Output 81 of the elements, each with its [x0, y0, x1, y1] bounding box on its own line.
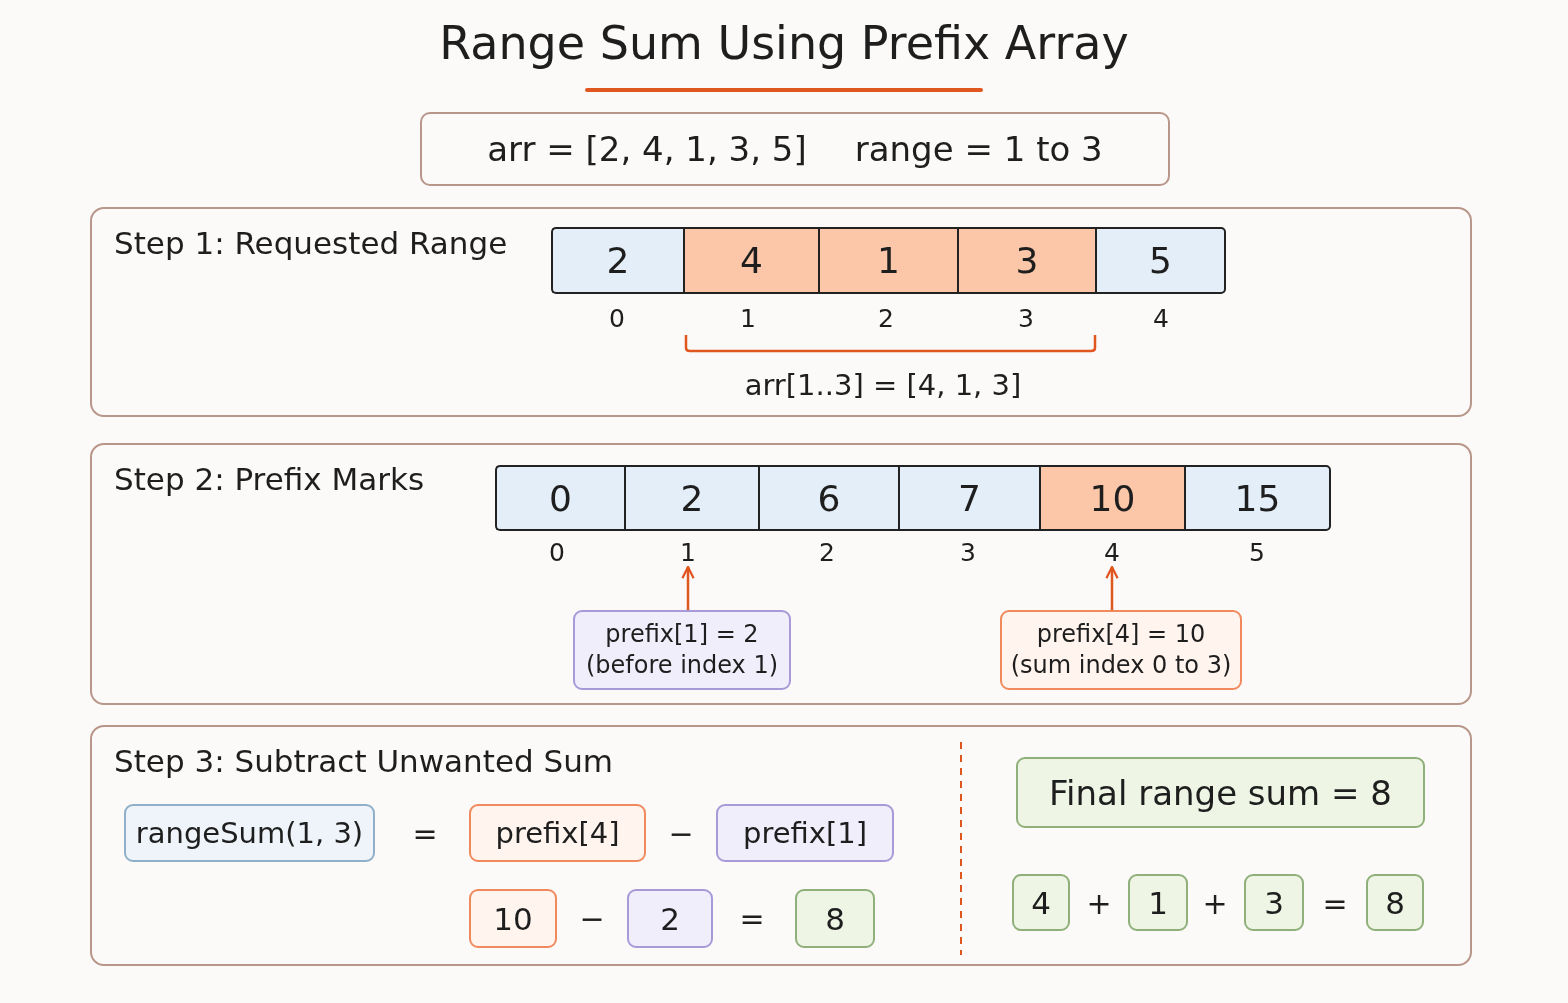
array-cell: [624, 465, 758, 531]
expression-text: 3: [1264, 884, 1284, 921]
step-panel: [90, 207, 1472, 417]
cell-value: 10: [1089, 477, 1136, 519]
cell-value: 6: [817, 477, 841, 519]
expression-text: prefix[4]: [495, 816, 620, 850]
expression-box: [1244, 874, 1304, 931]
index-value: 3: [960, 537, 976, 567]
title: Range Sum Using Prefix Array: [438, 16, 1130, 70]
expression-box: [716, 804, 894, 862]
index-value: 1: [680, 537, 696, 567]
input-text: range = 1 to 3: [854, 129, 1103, 169]
index-value: 4: [1104, 537, 1120, 567]
expression-box: [1012, 874, 1070, 931]
expression-text: 8: [825, 900, 845, 937]
cell-value: 15: [1234, 477, 1281, 519]
cell-value: 0: [549, 477, 572, 519]
callout-box: [573, 610, 791, 690]
callout-box: [1000, 610, 1242, 690]
arrow: [681, 565, 695, 610]
expression-text: 2: [660, 900, 680, 937]
arrow: [1105, 565, 1119, 610]
array-cell: [551, 227, 683, 294]
array-cell: [1095, 227, 1226, 294]
operator: −: [668, 815, 694, 851]
operator: +: [1086, 885, 1112, 921]
index-value: 2: [878, 303, 894, 333]
range-expression: arr[1..3] = [4, 1, 3]: [744, 368, 1022, 402]
callout-text: (before index 1): [585, 650, 779, 681]
operator: =: [412, 815, 438, 851]
operator: +: [1202, 885, 1228, 921]
cell-value: 1: [877, 240, 900, 281]
cell-value: 5: [1149, 240, 1172, 281]
expression-box: [795, 889, 875, 948]
expression-text: 4: [1031, 884, 1051, 921]
panel-heading: Step 3: Subtract Unwanted Sum: [114, 743, 614, 779]
expression-text: 10: [493, 900, 533, 937]
cell-value: 3: [1015, 240, 1039, 281]
callout-text: prefix[4] = 10: [1036, 618, 1206, 650]
expression-box: [124, 804, 375, 862]
index-value: 0: [549, 537, 565, 567]
expression-text: 8: [1385, 884, 1405, 921]
cell-value: 7: [958, 477, 981, 519]
index-value: 0: [609, 303, 625, 333]
expression-box: [1016, 757, 1425, 828]
input-text: arr = [2, 4, 1, 3, 5]: [487, 129, 807, 169]
index-value: 4: [1153, 303, 1169, 333]
step-panel: [90, 725, 1472, 966]
panel-heading: Step 1: Requested Range: [114, 225, 508, 261]
expression-box: [1128, 874, 1188, 931]
operator: −: [579, 900, 605, 936]
operator: =: [1322, 885, 1348, 921]
array-cell: [1039, 465, 1184, 531]
cell-value: 2: [680, 477, 704, 519]
array-cell: [1184, 465, 1331, 531]
array-cell: [758, 465, 898, 531]
expression-text: prefix[1]: [742, 816, 867, 850]
operator: =: [739, 900, 765, 936]
expression-text: 1: [1148, 884, 1168, 921]
array-cell: [898, 465, 1039, 531]
expression-box: [1366, 874, 1424, 931]
index-value: 5: [1249, 537, 1265, 567]
index-value: 2: [819, 537, 835, 567]
cell-value: 4: [740, 240, 763, 281]
array-cell: [683, 227, 818, 294]
expression-box: [627, 889, 713, 948]
array-cell: [818, 227, 957, 294]
expression-text: rangeSum(1, 3): [135, 816, 364, 850]
expression-box: [469, 804, 646, 862]
callout-text: (sum index 0 to 3): [1010, 650, 1232, 681]
array-cell: [495, 465, 624, 531]
expression-box: [469, 889, 557, 948]
array-cell: [957, 227, 1095, 294]
panel-heading: Step 2: Prefix Marks: [114, 461, 425, 497]
index-value: 1: [740, 303, 756, 333]
input-box: [420, 112, 1170, 186]
callout-text: prefix[1] = 2: [605, 618, 759, 650]
index-value: 3: [1018, 303, 1034, 333]
expression-text: Final range sum = 8: [1049, 772, 1392, 813]
step-panel: [90, 443, 1472, 705]
cell-value: 2: [606, 240, 630, 281]
